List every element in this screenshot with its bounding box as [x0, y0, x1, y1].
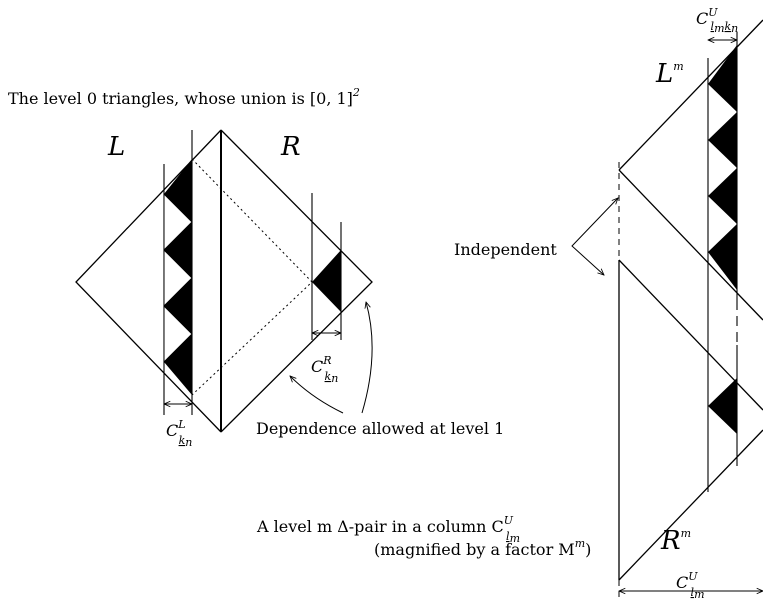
dependence-arrow-2	[361, 302, 373, 414]
black-triangle-L3	[164, 278, 192, 334]
right-triangle-R	[220, 129, 373, 433]
level-m-figure	[571, 19, 763, 598]
upper-triangle-top-edge	[618, 19, 763, 171]
black-triangle-m3	[708, 168, 737, 224]
black-triangle-m5	[708, 378, 737, 434]
black-triangle-m1	[708, 45, 737, 112]
label-L: L	[107, 132, 125, 162]
independent-arrow	[571, 198, 618, 275]
level0-figure	[75, 129, 373, 433]
label-Rm: Rm	[660, 526, 691, 556]
lower-triangle-bottom-edge	[618, 429, 763, 581]
label-R: R	[280, 132, 301, 162]
black-triangle-R1	[312, 250, 341, 312]
black-triangle-m4	[708, 224, 737, 290]
black-triangle-L1	[164, 159, 192, 222]
level0-caption: The level 0 triangles, whose union is [0…	[8, 86, 360, 108]
independent-caption: Independent	[454, 240, 557, 259]
dependence-arrow-1	[290, 376, 344, 414]
dependence-caption: Dependence allowed at level 1	[256, 419, 504, 438]
pair-caption-line2: (magnified by a factor Mm)	[374, 537, 591, 559]
lower-triangle-top-edge	[618, 259, 763, 411]
black-triangle-L2	[164, 222, 192, 278]
label-Lm: Lm	[655, 59, 684, 89]
upper-triangle-bottom-edge	[618, 169, 763, 321]
left-triangle-L	[75, 129, 222, 433]
black-triangle-m2	[708, 112, 737, 168]
black-triangle-L4	[164, 334, 192, 395]
